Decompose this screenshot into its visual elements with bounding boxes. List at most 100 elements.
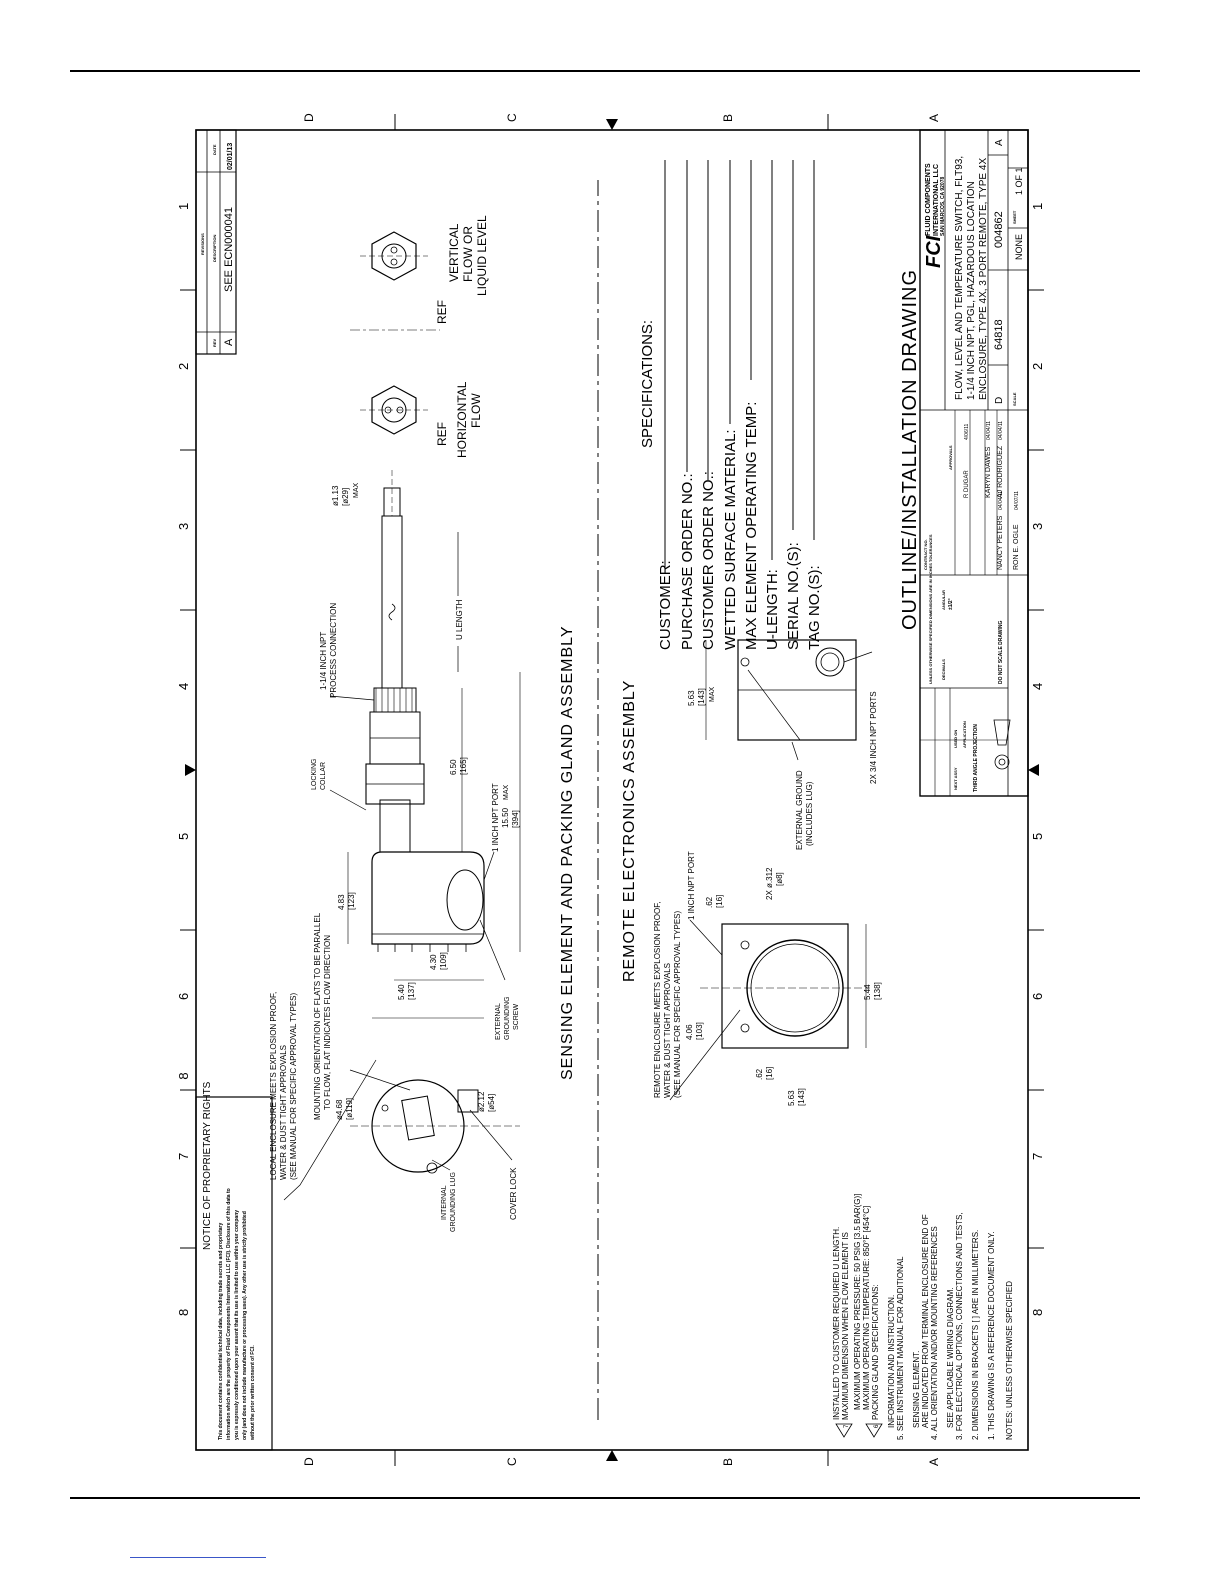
title-line-3: ENCLOSURE, TYPE 4X, 3 PORT REMOTE, TYPE …: [978, 158, 989, 400]
dim-062-a-mm: [16]: [715, 895, 724, 908]
specifications-block: SPECIFICATIONS: CUSTOMER: PURCHASE ORDER…: [639, 160, 823, 650]
callout-mounting-1: MOUNTING ORIENTATION OF FLATS TO BE PARA…: [313, 912, 322, 1120]
zone-right-3: 3: [1030, 523, 1045, 530]
proprietary-line-4: only (and does not include manufacture o…: [242, 1211, 248, 1440]
callout-remote-enclosure-1: REMOTE ENCLOSURE MEETS EXPLOSION PROOF,: [653, 902, 662, 1098]
zone-bottom-b: B: [721, 1458, 735, 1466]
remote-title: REMOTE ELECTRONICS ASSEMBLY: [621, 680, 638, 982]
rev-value: A: [223, 338, 235, 346]
dim-650-mm: [165]: [459, 757, 468, 775]
projection-label: THIRD ANGLE PROJECTION: [973, 724, 979, 792]
description-col-label: DESCRIPTION: [212, 235, 217, 262]
zone-number: 8: [176, 1072, 191, 1079]
title-line-1: FLOW, LEVEL AND TEMPERATURE SWITCH, FLT9…: [954, 156, 965, 400]
date-col-label: DATE: [212, 144, 217, 155]
dim-540-mm: [137]: [407, 982, 416, 1000]
zone-top-d: D: [302, 113, 316, 122]
used-on-label: USED ON: [953, 730, 958, 748]
note-4c: SENSING ELEMENT.: [912, 1351, 921, 1428]
zone-left-7: 7: [176, 1153, 191, 1160]
dim-406-mm: [103]: [695, 1022, 704, 1040]
spec-tag: TAG NO.(S):: [806, 565, 823, 650]
note-1: 1. THIS DRAWING IS A REFERENCE DOCUMENT …: [987, 1232, 996, 1440]
checked-date: 04/07/11: [1014, 491, 1020, 510]
dim-430-mm: [109]: [439, 952, 448, 970]
next-assy-label: NEXT ASSY: [953, 767, 958, 790]
zone-top-a: A: [927, 114, 941, 122]
dim-212-mm: [ø54]: [487, 1094, 496, 1112]
rev-date: 02/01/13: [227, 143, 234, 170]
size-value: D: [994, 397, 1005, 404]
dim-544-mm: [138]: [873, 982, 882, 1000]
cage-code: 64818: [993, 319, 1005, 350]
dim-563-a: 5.63: [787, 1090, 796, 1106]
proprietary-notice: NOTICE OF PROPRIETARY RIGHTS This docume…: [195, 1081, 273, 1451]
scale-label: SCALE: [1012, 392, 1017, 406]
dim-1550-max: MAX: [503, 785, 510, 801]
sheet-value: 1 OF 1: [1014, 167, 1024, 195]
callout-locking-collar-1: LOCKING: [311, 758, 318, 790]
zone-left-5: 5: [176, 833, 191, 840]
spec-wetted-material: WETTED SURFACE MATERIAL:: [722, 429, 739, 650]
approver-1-date: 04/04/11: [986, 421, 992, 440]
dim-483: 4.83: [337, 894, 346, 910]
design-by: AJ RODRIGUEZ: [997, 445, 1004, 498]
dim-468-mm: [ø119]: [345, 1098, 354, 1120]
decimals-label: DECIMALS: [941, 659, 946, 680]
spec-max-temp: MAX ELEMENT OPERATING TEMP:: [743, 402, 760, 650]
scale-value: NONE: [1014, 234, 1024, 260]
dim-563-b: 5.63: [687, 690, 696, 706]
vertical-label-3: LIQUID LEVEL: [475, 215, 489, 296]
spec-purchase-order: PURCHASE ORDER NO.:: [679, 473, 696, 650]
dim-312-mm: [ø8]: [775, 872, 784, 886]
callout-internal-lug-1: INTERNAL: [441, 1185, 448, 1220]
zone-left-1: 1: [176, 203, 191, 210]
callout-local-enclosure-3: (SEE MANUAL FOR SPECIFIC APPROVAL TYPES): [289, 993, 298, 1180]
dim-483-mm: [123]: [347, 892, 356, 910]
note-2: 2. DIMENSIONS IN BRACKETS [ ] ARE IN MIL…: [971, 1230, 980, 1440]
zone-right-5: 5: [1030, 833, 1045, 840]
ref-label-horizontal: REF: [435, 422, 449, 446]
callout-internal-lug-2: GROUNDING LUG: [450, 1172, 457, 1232]
dim-563-a-mm: [143]: [797, 1088, 806, 1106]
specs-heading: SPECIFICATIONS:: [639, 320, 656, 448]
rev-col-label: REV: [212, 338, 217, 347]
ref-label-vertical: REF: [435, 300, 449, 324]
rev-letter: A: [994, 139, 1005, 146]
design-date: 04/04/11: [998, 421, 1004, 440]
vertical-label-2: FLOW OR: [461, 226, 475, 282]
zone-left-4: 4: [176, 683, 191, 690]
vertical-label-1: VERTICAL: [447, 223, 461, 282]
dim-113-mm: [ø29]: [341, 488, 350, 506]
zone-right-4: 4: [1030, 683, 1045, 690]
horizontal-label-1: HORIZONTAL: [455, 381, 469, 458]
zone-top-b: B: [721, 114, 735, 122]
callout-mounting-2: TO FLOW, FLAT INDICATES FLOW DIRECTION: [323, 935, 332, 1110]
note-5a: 5. SEE INSTRUMENT MANUAL FOR ADDITIONAL: [896, 1256, 905, 1440]
approvals-label: APPROVALS: [948, 445, 953, 470]
footer-link-underline[interactable]: [130, 1557, 266, 1558]
zone-center-arrows: [185, 119, 1039, 1461]
callout-npt-ports-34: 2X 3/4 INCH NPT PORTS: [869, 691, 878, 784]
note-7-number: 7: [844, 1424, 850, 1428]
proprietary-line-2: information which are the property of Fl…: [226, 1188, 232, 1440]
dwg-number: 004862: [993, 211, 1005, 248]
callout-ext-ground-1: EXTERNAL GROUND: [795, 770, 804, 850]
note-6-number: 6: [874, 1424, 880, 1428]
spec-u-length: U-LENGTH:: [764, 569, 781, 650]
callout-local-enclosure-1: LOCAL ENCLOSURE MEETS EXPLOSION PROOF,: [269, 992, 278, 1180]
zone-right-2: 2: [1030, 363, 1045, 370]
contract-label: CONTRACT NO.: [923, 539, 928, 570]
proprietary-line-1: This document contains confidential tech…: [218, 1223, 224, 1440]
sensing-element-drawing: SENSING ELEMENT AND PACKING GLAND ASSEMB…: [269, 215, 576, 1232]
zone-top-c: C: [505, 113, 519, 122]
note-6-triangle: [865, 1423, 883, 1438]
callout-local-enclosure-2: WATER & DUST TIGHT APPROVALS: [279, 1045, 288, 1180]
spec-customer: CUSTOMER:: [657, 560, 674, 650]
notes-header: NOTES: UNLESS OTHERWISE SPECIFIED: [1005, 1281, 1014, 1440]
zone-bottom-a: A: [927, 1458, 941, 1466]
dim-062-b: .62: [755, 1068, 764, 1080]
zone-left-6: 6: [176, 993, 191, 1000]
zone-left-8: 8: [176, 1309, 191, 1316]
